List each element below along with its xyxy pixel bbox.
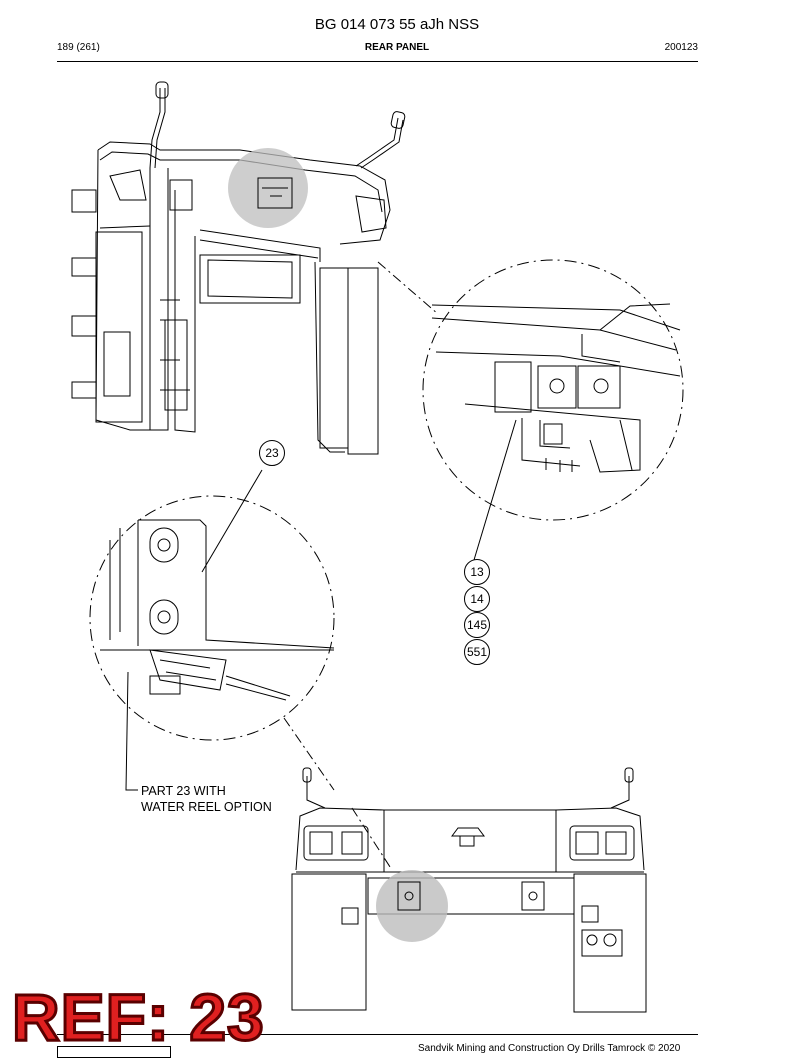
lower-assembly-drawing <box>291 767 647 1013</box>
water-reel-note: PART 23 WITH WATER REEL OPTION <box>141 783 272 815</box>
callout-23: 23 <box>259 440 285 466</box>
date-code: 200123 <box>664 42 698 53</box>
ref-stamp: REF: 23 <box>11 980 266 1054</box>
detail-view-left <box>89 469 393 871</box>
callout-14: 14 <box>464 586 490 612</box>
note-line-2: WATER REEL OPTION <box>141 800 272 814</box>
upper-assembly-drawing <box>71 81 439 455</box>
footer-divider <box>57 1034 698 1035</box>
callout-13: 13 <box>464 559 490 585</box>
callout-551: 551 <box>464 639 490 665</box>
section-title: REAR PANEL <box>364 42 430 53</box>
header-divider <box>57 61 698 62</box>
callout-145: 145 <box>464 612 490 638</box>
page-number: 189 (261) <box>57 42 100 53</box>
note-line-1: PART 23 WITH <box>141 784 226 798</box>
document-title: BG 014 073 55 aJh NSS <box>314 16 480 33</box>
footer-copyright: Sandvik Mining and Construction Oy Drill… <box>418 1043 681 1054</box>
detail-view-right <box>422 259 684 521</box>
